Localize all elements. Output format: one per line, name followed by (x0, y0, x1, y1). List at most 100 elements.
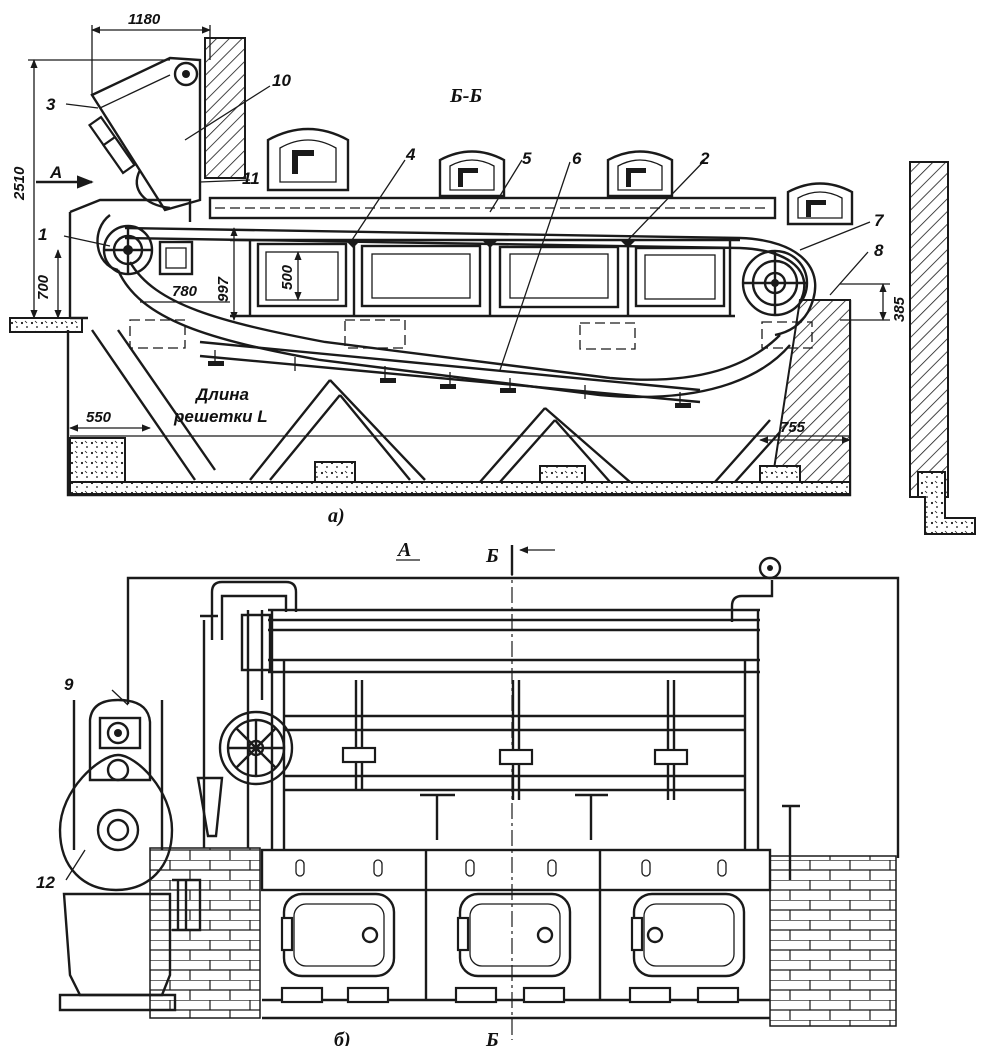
air-zone-3-inner (509, 253, 609, 299)
inlet-pipe-left (210, 580, 298, 640)
grate-front-casing (260, 848, 772, 892)
callout-1: 1 (38, 225, 47, 244)
dim-997: 997 (215, 276, 232, 302)
callout-11: 11 (242, 169, 260, 188)
callout-2: 2 (699, 149, 710, 168)
coal-hopper (87, 56, 202, 212)
rear-wall-top (204, 37, 246, 179)
header-pipe-top (268, 608, 760, 632)
callout-3: 3 (46, 95, 56, 114)
valve-right-hub (767, 565, 773, 571)
gearbox-base (58, 993, 177, 1012)
inspection-window-4 (786, 182, 854, 226)
dampers (420, 793, 800, 880)
callout-12: 12 (36, 873, 55, 892)
inlet-pipe-right (730, 580, 774, 622)
front-view-b: А Б Б б) 9 12 (36, 539, 900, 1046)
air-zone-1-inner (265, 251, 339, 301)
dim-755: 755 (780, 419, 806, 436)
header-pipe-4 (285, 774, 745, 792)
right-wall (909, 161, 949, 498)
lower-rail-rollers (214, 350, 681, 406)
zone-bracket-1 (345, 240, 361, 248)
dim-2510: 2510 (11, 166, 28, 201)
motor-9 (88, 698, 152, 782)
callout-9: 9 (64, 675, 74, 694)
air-zone-3 (498, 245, 620, 309)
drive-arm (200, 614, 218, 848)
front-frame (68, 198, 192, 320)
support-truss-2 (479, 407, 781, 483)
air-zone-4 (634, 246, 726, 308)
drive-handwheel (218, 710, 294, 786)
front-drive-sprocket (102, 224, 154, 276)
callout-10: 10 (272, 71, 291, 90)
base-rail (262, 998, 770, 1020)
arrow-label: А (49, 163, 62, 182)
inspection-window-2 (438, 150, 506, 198)
inspection-window-1 (266, 127, 350, 192)
header-pipe-3 (285, 714, 745, 732)
dim-1180: 1180 (128, 11, 161, 28)
ash-door-2 (456, 892, 572, 978)
cut-label-top: Б (485, 545, 499, 567)
grate-upper-strand (124, 226, 817, 337)
inlet-pipe-left-2 (220, 594, 288, 640)
section-view-a: 1180 2510 700 780 997 500 385 550 755 Дл… (9, 11, 976, 881)
drive-chute (196, 776, 224, 838)
dim-780: 780 (172, 283, 198, 300)
gate-box-inner (165, 247, 187, 269)
dim-385-ext (840, 283, 890, 321)
overfire-duct (208, 196, 777, 220)
callout-4: 4 (405, 145, 416, 164)
footing-base (69, 481, 851, 495)
support-truss-1 (91, 329, 426, 481)
roller-block-2 (380, 378, 396, 383)
brickwork-left (149, 847, 261, 1019)
roller-block-3 (440, 384, 456, 389)
leaders (63, 85, 871, 881)
cut-label-bottom: Б (485, 1029, 499, 1046)
rear-sprocket (741, 249, 809, 317)
air-zone-4-inner (644, 254, 716, 300)
actuator-rods (341, 680, 689, 800)
section-label: Б-Б (449, 85, 482, 107)
dim-550: 550 (86, 409, 112, 426)
floor-slab-left (9, 317, 83, 333)
drive-shaft (240, 610, 272, 848)
callout-5: 5 (522, 149, 532, 168)
gearbox-12 (58, 700, 174, 892)
air-zone-2-inner (371, 253, 471, 299)
casing-slots (295, 859, 727, 877)
inspection-window-3 (606, 150, 674, 198)
ash-door-1 (280, 892, 396, 978)
roller-block-5 (675, 403, 691, 408)
ash-box-2 (344, 319, 406, 349)
grate-length-label-1: Длина (194, 385, 249, 404)
dim-700: 700 (35, 274, 52, 300)
roller-block-1 (208, 361, 224, 366)
zone-bracket-2 (482, 240, 498, 248)
grate-upper-inner (124, 236, 806, 303)
ash-door-3 (630, 892, 746, 978)
ash-box-1 (129, 319, 186, 349)
coupling (172, 878, 202, 932)
gate-box (158, 240, 194, 276)
brickwork-right (769, 855, 897, 1027)
dim-500: 500 (279, 264, 296, 290)
roller-block-4 (500, 388, 516, 393)
ash-box-4 (761, 321, 813, 349)
return-strand-inner (128, 261, 781, 381)
callout-8: 8 (874, 241, 884, 260)
return-strand (116, 269, 791, 399)
zone-bracket-3 (620, 240, 636, 248)
callout-6: 6 (572, 149, 582, 168)
air-zone-2 (360, 244, 482, 308)
base-feet (280, 986, 740, 1004)
dim-385: 385 (891, 296, 908, 322)
right-wall-foot (917, 471, 976, 535)
casing-dividers (424, 850, 602, 1000)
ash-box-3 (579, 322, 636, 350)
view-label: А (396, 539, 411, 561)
